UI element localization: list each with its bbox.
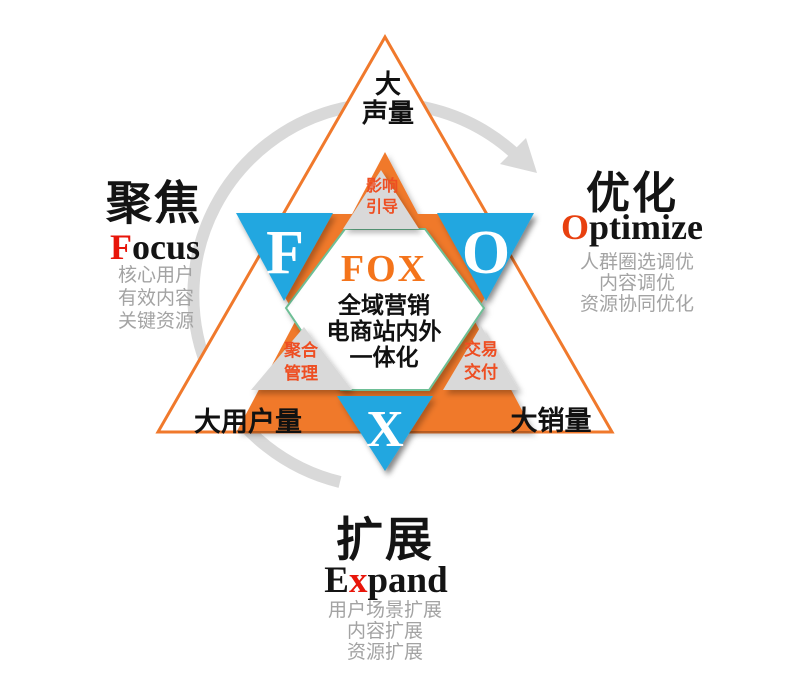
expand-heading: 扩展 [336, 515, 434, 567]
center-brand: FOX [340, 248, 428, 290]
stage-top-label: 影响 引导 [366, 176, 398, 218]
optimize-items: 人群圈选调优 内容调优 资源协同优化 [580, 252, 694, 315]
focus-item: 关键资源 [117, 311, 195, 332]
optimize-item: 资源协同优化 [579, 294, 695, 315]
optimize-item: 内容调优 [598, 273, 676, 294]
node-o-triangle [437, 213, 534, 301]
focus-item: 核心用户 [117, 265, 195, 286]
corner-label-bottom-right: 大销量 [510, 406, 592, 436]
expand-item: 内容扩展 [346, 621, 424, 642]
cycle-arrowhead-icon [500, 138, 537, 173]
focus-item: 有效内容 [117, 288, 195, 309]
corner-label-top-line1: 大 [374, 70, 402, 99]
expand-word: Expand [324, 559, 447, 602]
node-x-triangle [337, 396, 433, 471]
expand-items: 用户场景扩展 内容扩展 资源扩展 [328, 600, 442, 663]
stage-left-triangle [251, 327, 352, 390]
optimize-word-rest: ptimize [589, 207, 703, 247]
stage-top-triangle [343, 170, 419, 229]
node-o-letter: O [461, 218, 511, 287]
center-hexagon [284, 228, 486, 391]
stage-right-line1: 交易 [464, 340, 498, 359]
stage-top-line2: 引导 [365, 199, 399, 216]
focus-items: 核心用户 有效内容 关键资源 [118, 264, 194, 333]
expand-word-accent: x [348, 560, 368, 601]
focus-word: Focus [110, 226, 200, 268]
optimize-word-initial: O [561, 207, 590, 247]
center-tagline: 全域营销 电商站内外 一体化 [327, 293, 442, 371]
center-tagline-line1: 全域营销 [338, 293, 430, 318]
stage-left-line1: 聚合 [284, 341, 318, 360]
expand-word-pre: E [324, 560, 349, 601]
corner-label-bottom-left: 大用户量 [194, 407, 302, 437]
stage-right-triangle [443, 326, 519, 390]
focus-word-initial: F [109, 227, 132, 267]
optimize-item: 人群圈选调优 [579, 252, 695, 273]
corner-label-top-line2: 声量 [361, 99, 415, 128]
focus-word-rest: ocus [131, 227, 201, 267]
stage-right-label: 交易 交付 [464, 338, 498, 384]
expand-word-rest: pand [367, 560, 448, 601]
stage-left-label: 聚合 管理 [284, 339, 318, 385]
stage-right-line2: 交付 [464, 363, 498, 382]
expand-item: 资源扩展 [346, 642, 424, 663]
node-f-triangle [236, 213, 333, 301]
optimize-heading: 优化 [586, 169, 678, 218]
center-tagline-line3: 一体化 [349, 345, 419, 370]
focus-heading: 聚焦 [106, 178, 202, 229]
stage-top-line1: 影响 [365, 178, 399, 195]
center-tagline-line2: 电商站内外 [326, 319, 442, 344]
corner-label-top: 大 声量 [362, 70, 414, 128]
node-x-letter: X [366, 400, 404, 458]
stage-left-line2: 管理 [284, 364, 318, 383]
node-f-letter: F [266, 218, 304, 287]
expand-item: 用户场景扩展 [327, 600, 443, 621]
optimize-word: Optimize [561, 206, 703, 248]
